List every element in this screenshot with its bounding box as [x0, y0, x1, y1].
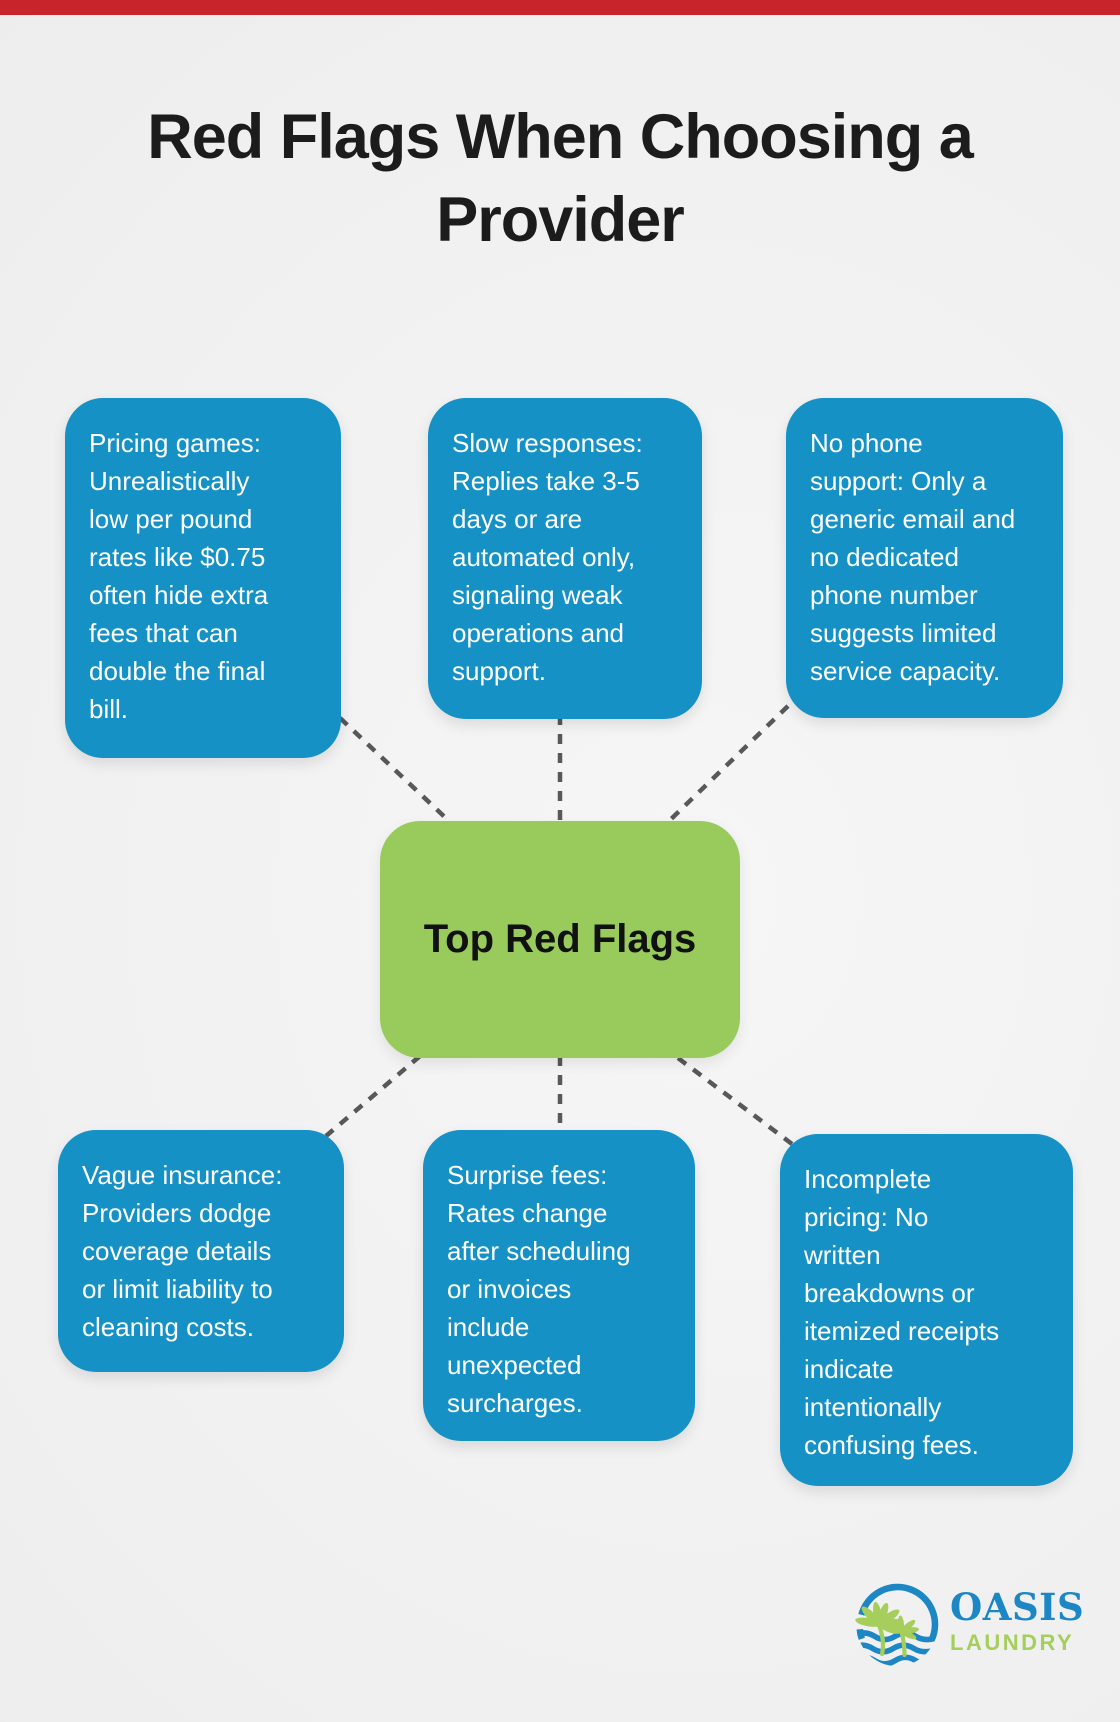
flag-card-pricing-games: Pricing games: Unrealistically low per p…: [65, 398, 341, 758]
connector-vague-insurance: [324, 1054, 422, 1138]
logo-wordmark: OASIS LAUNDRY: [950, 1589, 1084, 1656]
flag-card-no-phone-support: No phone support: Only a generic email a…: [786, 398, 1063, 718]
flag-card-text: No phone support: Only a generic email a…: [810, 428, 1016, 686]
connector-pricing-games: [338, 716, 452, 824]
center-node-top-red-flags: Top Red Flags: [380, 821, 740, 1058]
logo-wordmark-oasis: OASIS: [950, 1585, 1085, 1629]
flag-card-text: Pricing games: Unrealistically low per p…: [89, 428, 269, 724]
page-title: Red Flags When Choosing a Provider: [147, 102, 974, 256]
palm-waves-emblem-icon: [855, 1583, 939, 1667]
flag-card-vague-insurance: Vague insurance: Providers dodge coverag…: [58, 1130, 344, 1372]
logo-wordmark-laundry: LAUNDRY: [950, 1630, 1075, 1655]
flag-card-surprise-fees: Surprise fees: Rates change after schedu…: [423, 1130, 695, 1441]
center-node-label: Top Red Flags: [423, 917, 697, 961]
top-accent-bar: [0, 0, 1120, 15]
connector-incomplete-pricing: [676, 1056, 794, 1146]
flag-card-incomplete-pricing: Incomplete pricing: No written breakdown…: [780, 1134, 1073, 1486]
connector-no-phone-support: [666, 704, 790, 824]
flag-card-slow-responses: Slow responses: Replies take 3-5 days or…: [428, 398, 702, 719]
flag-card-text: Surprise fees: Rates change after schedu…: [447, 1160, 631, 1418]
flag-card-text: Incomplete pricing: No written breakdown…: [804, 1164, 1000, 1460]
oasis-laundry-logo: OASIS LAUNDRY: [850, 1583, 1084, 1669]
flag-card-text: Vague insurance: Providers dodge coverag…: [82, 1160, 283, 1342]
flag-card-text: Slow responses: Replies take 3-5 days or…: [452, 428, 643, 686]
